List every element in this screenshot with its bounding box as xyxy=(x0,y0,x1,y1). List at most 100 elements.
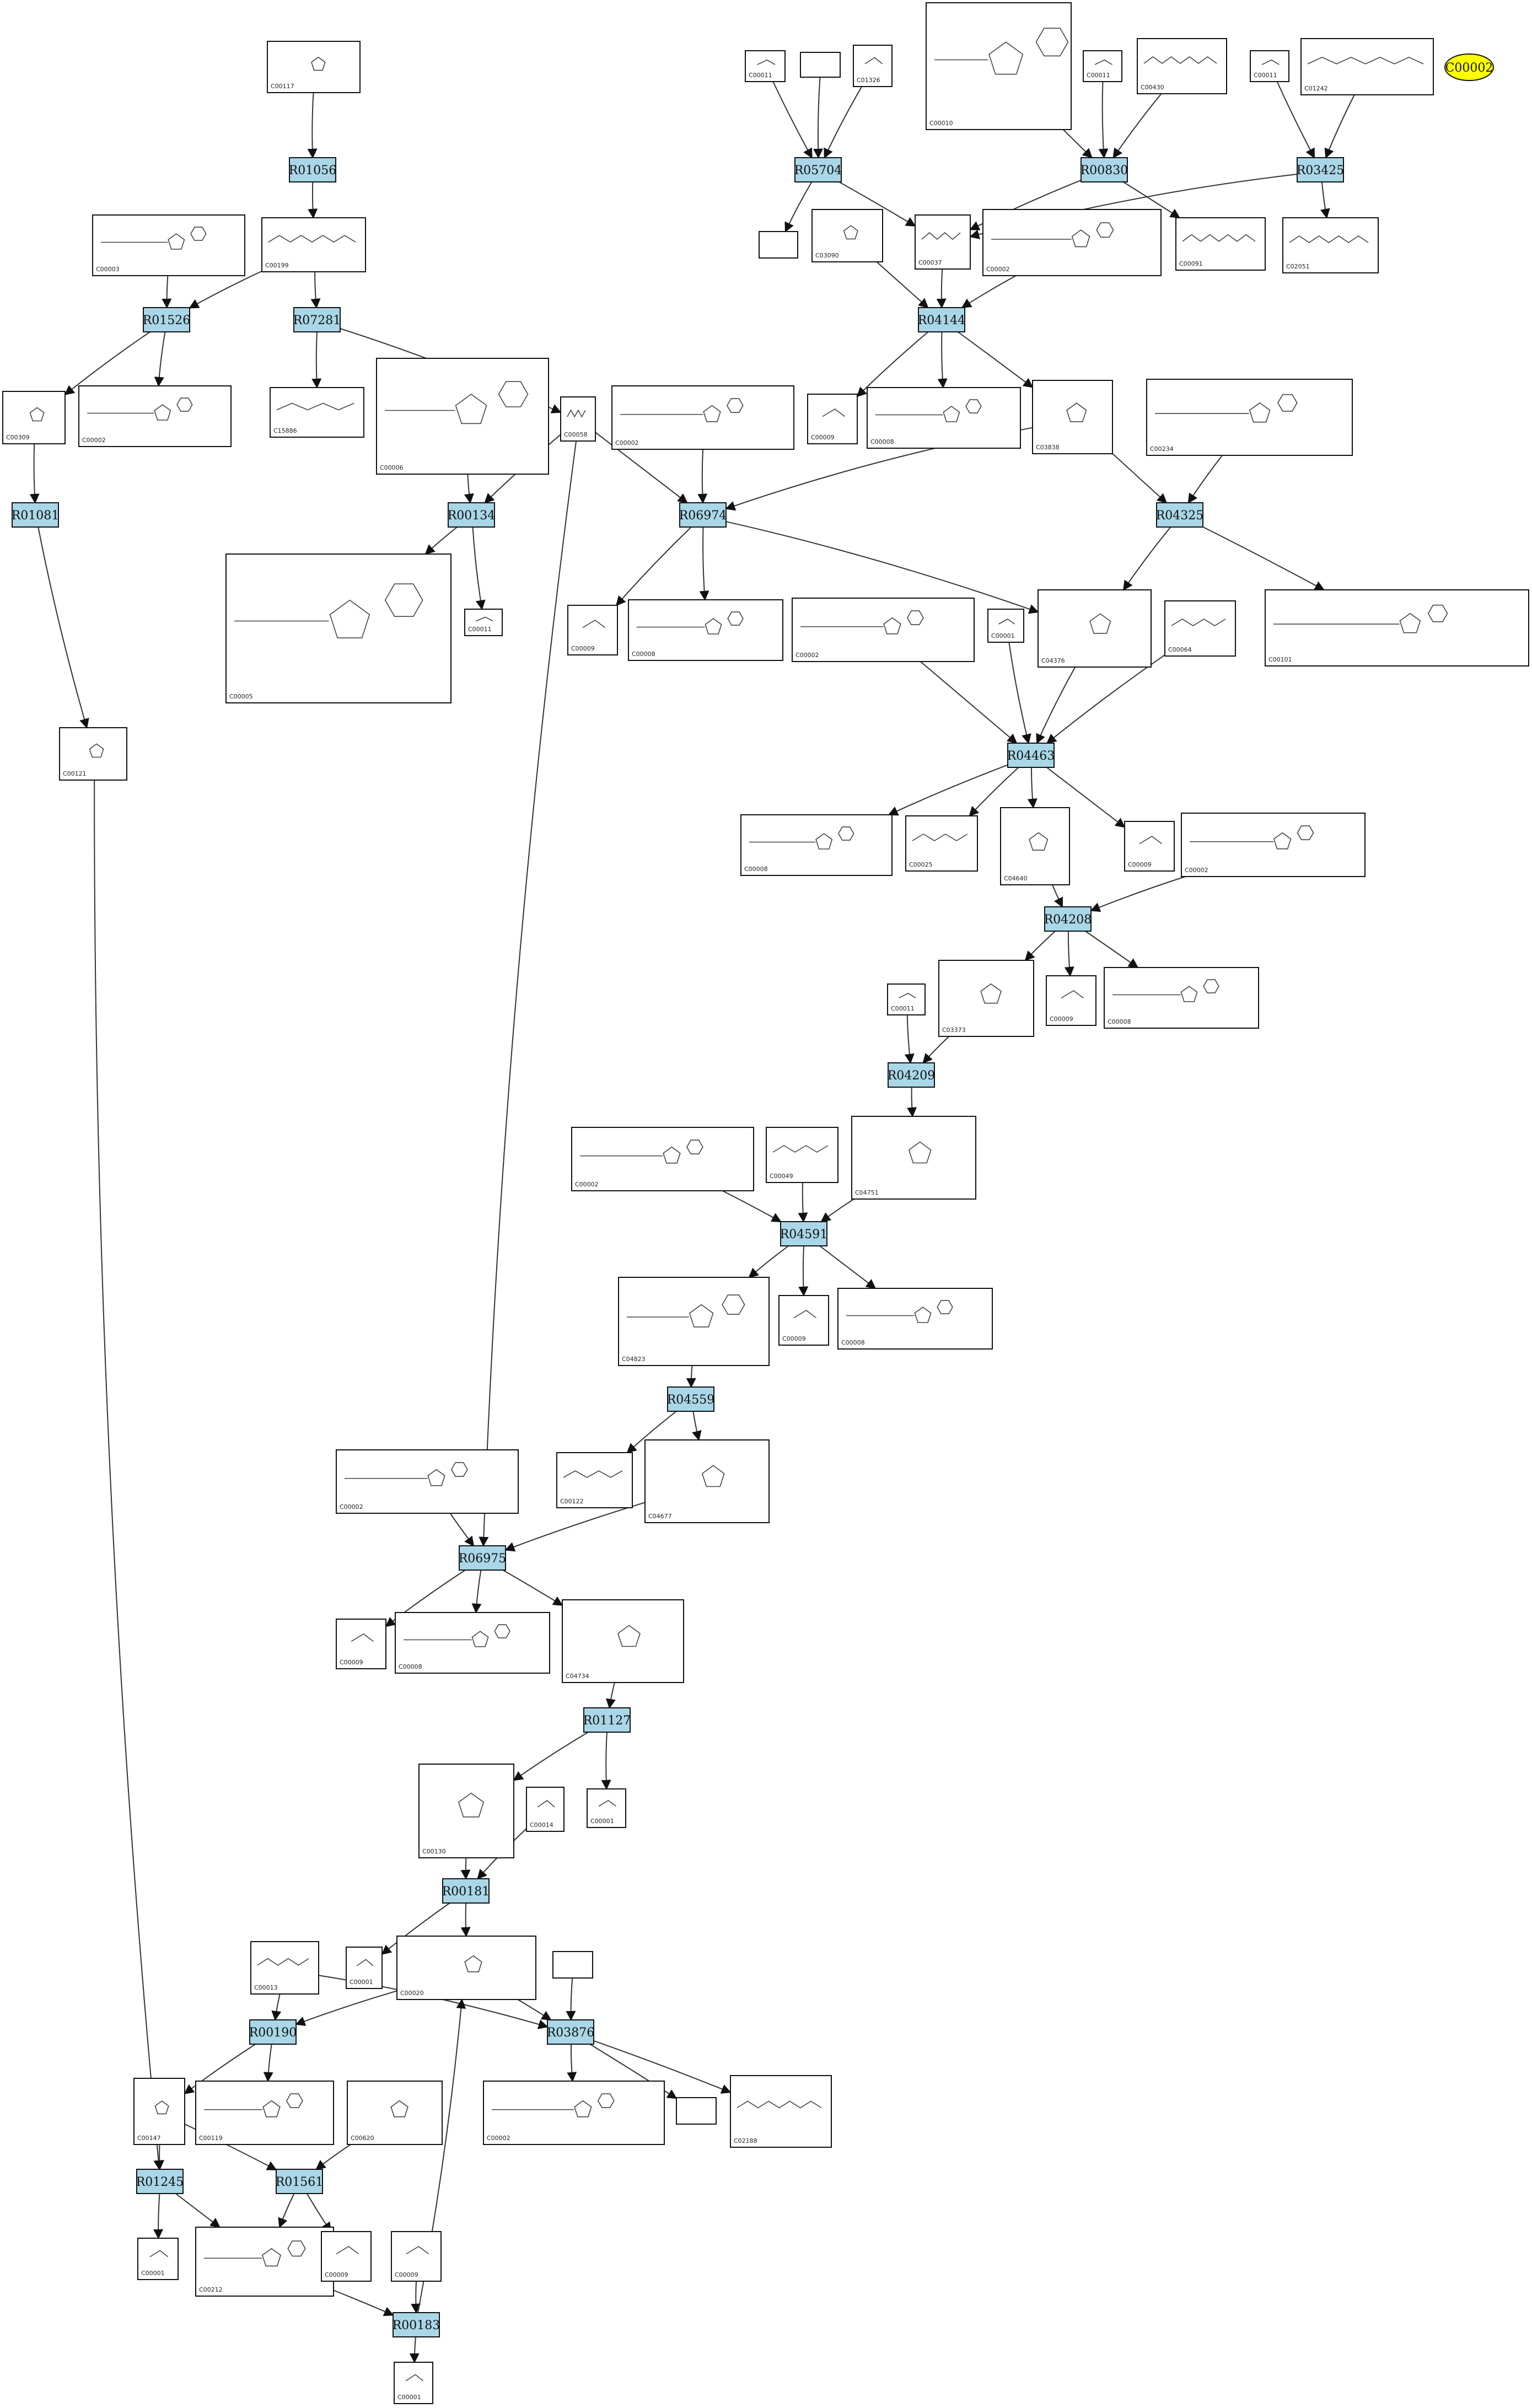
reaction-node[interactable]: R00134 xyxy=(448,502,496,528)
compound-node[interactable]: C03373 xyxy=(938,960,1034,1037)
reaction-node[interactable]: R06975 xyxy=(459,1545,507,1571)
compound-node[interactable]: C00001 xyxy=(346,1947,383,1989)
compound-node[interactable] xyxy=(676,2097,717,2125)
compound-node[interactable]: C00002 xyxy=(571,1127,754,1191)
reaction-node[interactable]: R03876 xyxy=(547,2019,595,2045)
compound-node[interactable]: C00119 xyxy=(195,2081,334,2145)
compound-node[interactable]: C00121 xyxy=(59,727,127,781)
reaction-node[interactable]: R01127 xyxy=(583,1707,631,1733)
compound-node[interactable] xyxy=(800,52,841,78)
compound-node[interactable]: C00002 xyxy=(1181,813,1366,877)
compound-node[interactable]: C00005 xyxy=(225,553,451,703)
compound-node[interactable]: C00025 xyxy=(905,815,978,872)
compound-node[interactable] xyxy=(552,1951,593,1979)
compound-node[interactable]: C00002 xyxy=(792,598,975,662)
compound-node[interactable]: C04640 xyxy=(1000,807,1070,885)
compound-node[interactable]: C00130 xyxy=(418,1764,514,1858)
reaction-node[interactable]: R00190 xyxy=(249,2019,297,2045)
compound-node[interactable]: C00006 xyxy=(376,358,549,475)
compound-node[interactable]: C00001 xyxy=(987,609,1024,643)
compound-node[interactable]: C04751 xyxy=(851,1116,976,1200)
compound-node[interactable]: C03838 xyxy=(1032,380,1113,454)
compound-node[interactable]: C00001 xyxy=(587,1788,626,1828)
compound-node[interactable]: C00212 xyxy=(195,2227,334,2297)
legend-node[interactable]: C00002 xyxy=(1444,53,1494,81)
compound-node[interactable]: C00008 xyxy=(1104,967,1259,1029)
compound-node[interactable]: C00008 xyxy=(395,1612,550,1674)
compound-node[interactable]: C00013 xyxy=(250,1941,319,1995)
compound-node[interactable]: C00199 xyxy=(261,217,366,272)
compound-node[interactable]: C01326 xyxy=(853,45,893,87)
compound-node[interactable]: C00020 xyxy=(396,1936,536,2000)
compound-node[interactable]: C00037 xyxy=(915,214,971,270)
compound-node[interactable]: C00147 xyxy=(133,2078,185,2145)
compound-node[interactable]: C00011 xyxy=(464,609,503,636)
compound-node[interactable]: C04677 xyxy=(644,1439,770,1523)
reaction-node[interactable]: R01056 xyxy=(289,157,337,182)
compound-node[interactable]: C00010 xyxy=(926,2,1072,130)
compound-node[interactable]: C00009 xyxy=(807,394,858,444)
reaction-node[interactable]: R07281 xyxy=(293,307,341,332)
compound-node[interactable]: C00002 xyxy=(982,209,1162,276)
compound-node[interactable]: C04734 xyxy=(562,1599,684,1683)
compound-node[interactable]: C00234 xyxy=(1146,379,1353,456)
compound-node[interactable]: C00009 xyxy=(778,1295,829,1346)
compound-node[interactable]: C00009 xyxy=(1124,821,1175,872)
compound-node[interactable]: C04823 xyxy=(618,1277,770,1366)
reaction-node[interactable]: R00181 xyxy=(442,1878,490,1904)
reaction-node[interactable]: R01526 xyxy=(143,307,191,332)
compound-node[interactable]: C01242 xyxy=(1300,38,1434,95)
compound-node[interactable]: C00117 xyxy=(267,41,361,93)
compound-node[interactable]: C00122 xyxy=(556,1452,633,1508)
compound-node[interactable]: C00064 xyxy=(1164,600,1236,657)
compound-node[interactable]: C00058 xyxy=(560,396,596,442)
reaction-node[interactable]: R01245 xyxy=(136,2169,184,2194)
compound-node[interactable]: C00011 xyxy=(745,50,786,82)
compound-node[interactable]: C00008 xyxy=(837,1288,993,1350)
compound-node[interactable]: C00011 xyxy=(887,983,926,1015)
reaction-node[interactable]: R04144 xyxy=(918,307,966,332)
reaction-node[interactable]: R03425 xyxy=(1297,157,1345,182)
compound-node[interactable]: C02188 xyxy=(730,2075,832,2148)
reaction-node[interactable]: R04591 xyxy=(780,1221,828,1246)
compound-node[interactable]: C00008 xyxy=(740,814,893,876)
compound-node[interactable] xyxy=(759,231,798,259)
reaction-node[interactable]: R04463 xyxy=(1007,743,1055,768)
reaction-node[interactable]: R00183 xyxy=(393,2312,440,2337)
compound-node[interactable]: C00002 xyxy=(78,385,232,447)
compound-node[interactable]: C00014 xyxy=(526,1787,565,1832)
compound-node[interactable]: C00008 xyxy=(867,387,1021,449)
compound-node[interactable]: C00009 xyxy=(336,1619,386,1669)
reaction-node[interactable]: R04209 xyxy=(888,1062,936,1088)
compound-node[interactable]: C00049 xyxy=(766,1127,838,1183)
compound-node[interactable]: C00002 xyxy=(483,2081,665,2145)
reaction-node[interactable]: R05704 xyxy=(794,157,842,182)
compound-node[interactable]: C00002 xyxy=(611,385,794,450)
reaction-node[interactable]: R04325 xyxy=(1156,502,1204,528)
compound-node[interactable]: C00008 xyxy=(628,599,783,661)
compound-node[interactable]: C00002 xyxy=(336,1449,519,1514)
reaction-node[interactable]: R04559 xyxy=(667,1386,715,1412)
reaction-node[interactable]: R01561 xyxy=(276,2169,324,2194)
compound-node[interactable]: C00001 xyxy=(137,2238,179,2280)
compound-node[interactable]: C02051 xyxy=(1282,217,1379,273)
compound-node[interactable]: C03090 xyxy=(811,209,883,262)
compound-node[interactable]: C00091 xyxy=(1175,217,1266,271)
compound-node[interactable]: C00009 xyxy=(1046,975,1096,1026)
compound-node[interactable]: C00011 xyxy=(1250,50,1289,82)
compound-node[interactable]: C00009 xyxy=(567,605,618,655)
compound-node[interactable]: C00309 xyxy=(2,391,66,444)
reaction-node[interactable]: R01081 xyxy=(12,502,60,528)
compound-node[interactable]: C04376 xyxy=(1038,589,1152,668)
compound-node[interactable]: C00101 xyxy=(1265,589,1529,666)
compound-node[interactable]: C00009 xyxy=(391,2231,442,2282)
compound-node[interactable]: C00003 xyxy=(92,214,245,276)
compound-node[interactable]: C00430 xyxy=(1137,38,1227,94)
reaction-node[interactable]: R04208 xyxy=(1044,906,1092,932)
reaction-node[interactable]: R00830 xyxy=(1081,157,1128,182)
compound-node[interactable]: C00011 xyxy=(1083,50,1122,82)
compound-node[interactable]: C00620 xyxy=(347,2081,443,2145)
compound-node[interactable]: C15886 xyxy=(270,387,364,438)
reaction-node[interactable]: R06974 xyxy=(679,502,727,528)
compound-node[interactable]: C00009 xyxy=(321,2231,372,2282)
